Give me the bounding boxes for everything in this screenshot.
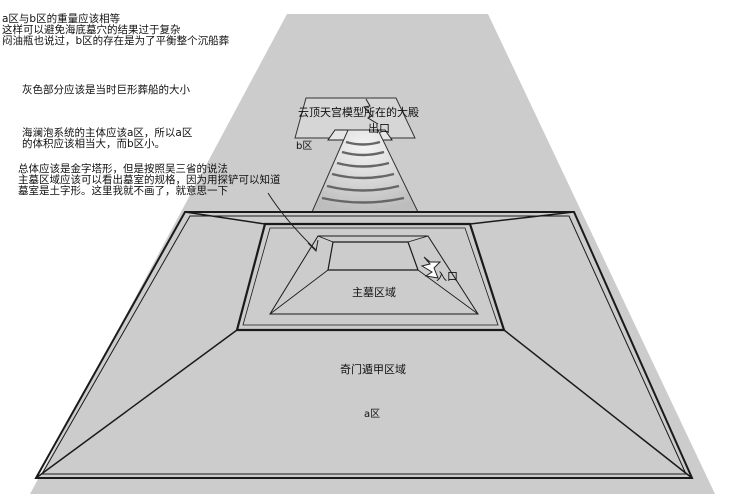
entrance-label: 入口 — [436, 270, 458, 283]
a-zone-structure — [34, 211, 694, 479]
note-system: 海澜泡系统的主体应该a区，所以a区 的体积应该相当大，而b区小。 — [22, 127, 193, 150]
ship-gray-area — [30, 14, 715, 494]
note-shape: 总体应该是金字塔形，但是按照吴三省的说法 主墓区域应该可以看出墓室的规格，因为用… — [18, 163, 281, 197]
exit-label: 出口 — [368, 121, 390, 135]
cloud-palace-hall — [294, 97, 416, 139]
qimen-label: 奇门遁甲区域 — [340, 362, 406, 376]
entrance-marker — [420, 256, 442, 279]
note-weight: a区与b区的重量应该相等 这样可以避免海底墓穴的结果过于复杂 闷油瓶也说过，b区… — [2, 13, 230, 47]
a-zone-label: a区 — [364, 408, 380, 420]
note-gray-area: 灰色部分应该是当时巨形葬船的大小 — [22, 84, 190, 96]
cloud-palace-label: 云顶天宫模型所在的大殿 — [298, 105, 419, 119]
b-zone-structure — [294, 97, 419, 213]
b-zone-label: b区 — [296, 140, 312, 152]
b-zone-steps — [321, 140, 405, 204]
exit-marker — [363, 98, 379, 125]
main-tomb-frame-inner — [242, 227, 499, 326]
main-tomb-label: 主墓区域 — [352, 286, 396, 299]
note-arrow — [267, 192, 319, 253]
